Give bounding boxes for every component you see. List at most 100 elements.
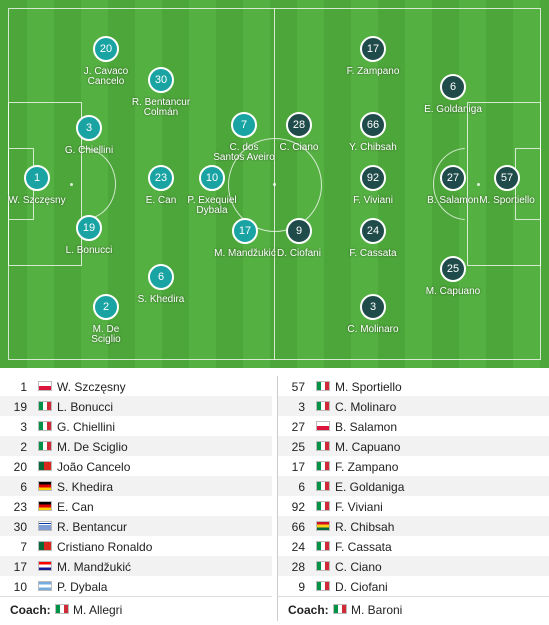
player-name: Y. Chibsah: [349, 142, 397, 153]
player-name-link[interactable]: M. Capuano: [335, 440, 401, 454]
away-player-marker[interactable]: 6 E. Goldaniga: [424, 74, 482, 115]
player-name-link[interactable]: L. Bonucci: [57, 400, 114, 414]
player-number: 1: [24, 165, 50, 191]
center-spot: [273, 183, 276, 186]
flag-it-icon: [316, 581, 330, 591]
player-name-link[interactable]: João Cancelo: [57, 460, 131, 474]
home-player-marker[interactable]: 17 M. Mandžukić: [214, 218, 276, 259]
player-name-link[interactable]: B. Salamon: [335, 420, 398, 434]
shirt-number: 9: [298, 580, 305, 594]
player-name-link[interactable]: M. Mandžukić: [57, 560, 132, 574]
player-name: W. Szczęsny: [8, 195, 66, 206]
player-number: 3: [76, 115, 102, 141]
shirt-number: 57: [291, 380, 305, 394]
shirt-number: 17: [291, 460, 305, 474]
player-name-link[interactable]: M. Sportiello: [335, 380, 402, 394]
player-name: E. Goldaniga: [424, 104, 482, 115]
player-name-link[interactable]: G. Chiellini: [57, 420, 116, 434]
center-circle: [228, 138, 322, 232]
shirt-number: 7: [20, 540, 27, 554]
away-player-marker[interactable]: 27 B. Salamon: [427, 165, 479, 206]
coach-name-link[interactable]: M. Baroni: [351, 603, 403, 617]
shirt-number: 3: [20, 420, 27, 434]
shirt-number: 17: [13, 560, 27, 574]
player-number: 20: [93, 36, 119, 62]
shirt-number: 30: [13, 520, 27, 534]
player-name-link[interactable]: F. Cassata: [335, 540, 392, 554]
right-penalty-spot: [477, 183, 480, 186]
player-number: 30: [148, 67, 174, 93]
player-name-link[interactable]: E. Can: [57, 500, 94, 514]
player-name-link[interactable]: M. De Sciglio: [57, 440, 128, 454]
player-number: 17: [360, 36, 386, 62]
flag-pt-icon: [38, 461, 52, 471]
coach-name-link[interactable]: M. Allegri: [73, 603, 123, 617]
player-number: 17: [232, 218, 258, 244]
player-name-link[interactable]: F. Zampano: [335, 460, 399, 474]
shirt-number: 24: [291, 540, 305, 554]
player-name-link[interactable]: E. Goldaniga: [335, 480, 405, 494]
flag-pt-icon: [38, 541, 52, 551]
home-player-marker[interactable]: 1 W. Szczęsny: [8, 165, 66, 206]
player-name: F. Cassata: [349, 248, 397, 259]
player-name: B. Salamon: [427, 195, 479, 206]
player-name-link[interactable]: R. Chibsah: [335, 520, 395, 534]
flag-it-icon: [316, 561, 330, 571]
coach-row: Coach: M. Baroni: [278, 596, 549, 621]
player-name-link[interactable]: R. Bentancur: [57, 520, 128, 534]
table-row: 3 G. Chiellini: [0, 416, 272, 436]
shirt-number: 92: [291, 500, 305, 514]
player-number: 27: [440, 165, 466, 191]
away-player-marker[interactable]: 66 Y. Chibsah: [349, 112, 397, 153]
player-name-link[interactable]: C. Ciano: [335, 560, 382, 574]
player-number: 19: [76, 215, 102, 241]
player-number: 66: [360, 112, 386, 138]
shirt-number: 66: [291, 520, 305, 534]
player-name-link[interactable]: Cristiano Ronaldo: [57, 540, 153, 554]
player-name-link[interactable]: W. Szczęsny: [57, 380, 126, 394]
player-name-link[interactable]: D. Ciofani: [335, 580, 388, 594]
table-row: 6 E. Goldaniga: [278, 476, 549, 496]
player-number: 3: [360, 294, 386, 320]
player-name-link[interactable]: C. Molinaro: [335, 400, 397, 414]
player-number: 92: [360, 165, 386, 191]
player-number: 23: [148, 165, 174, 191]
player-name: M. Mandžukić: [214, 248, 276, 259]
player-number: 9: [286, 218, 312, 244]
player-name-link[interactable]: S. Khedira: [57, 480, 114, 494]
player-name-link[interactable]: F. Viviani: [335, 500, 383, 514]
player-number: 57: [494, 165, 520, 191]
player-name-link[interactable]: P. Dybala: [57, 580, 108, 594]
coach-label: Coach:: [288, 603, 329, 617]
shirt-number: 19: [13, 400, 27, 414]
coach-label: Coach:: [10, 603, 51, 617]
shirt-number: 6: [298, 480, 305, 494]
table-row: 17 F. Zampano: [278, 456, 549, 476]
player-number: 6: [440, 74, 466, 100]
